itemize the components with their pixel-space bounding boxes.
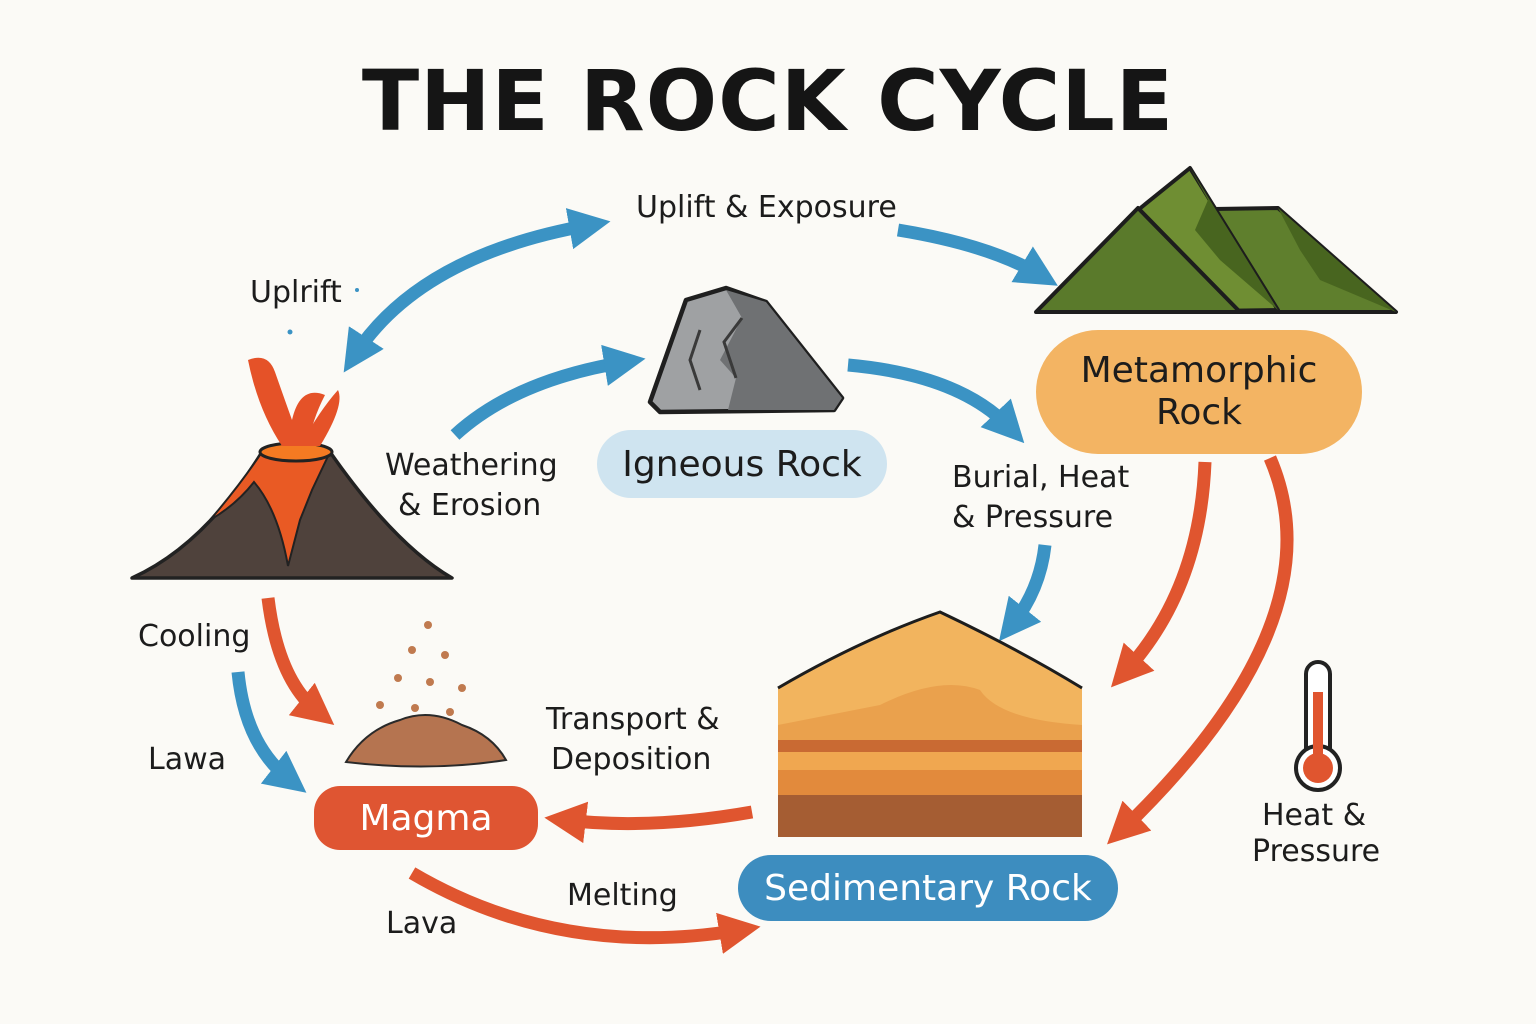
arrow-metamorphic-to-sedimentary-inner [1110,461,1212,688]
label-heat-line2: Pressure [1252,834,1381,869]
metamorphic-rock-label-line2: Rock [1155,392,1243,433]
arrow-igneous-to-burial [847,358,1025,444]
arrow-sedimentary-to-magma [544,801,754,844]
arrow-volcano-to-magma [261,597,335,726]
arrow-cooling-lawa-to-magma [231,671,307,793]
arrow-burial-to-sedimentary [999,544,1052,642]
label-weathering-line1: Weathering [385,448,558,483]
label-uplift-exposure: Uplift & Exposure [636,190,897,225]
magma-node: Magma [314,786,538,850]
sedimentary-rock-node: Sedimentary Rock [738,855,1118,921]
igneous-rock-label: Igneous Rock [622,443,862,485]
label-transport-line2: Deposition [551,742,712,777]
igneous-rock-node: Igneous Rock [597,430,887,498]
red-arrows [261,455,1294,954]
blue-arrows [231,208,1058,793]
label-lava: Lava [386,906,458,941]
metamorphic-rock-label-line1: Metamorphic [1080,350,1318,391]
label-cooling: Cooling [138,619,251,654]
sediment-pile-icon [344,621,508,768]
sedimentary-rock-label: Sedimentary Rock [764,867,1092,909]
label-melting: Melting [567,878,678,913]
label-transport-line1: Transport & [546,702,720,737]
metamorphic-rock-node: Metamorphic Rock [1036,330,1362,454]
label-burial-line2: & Pressure [952,500,1114,535]
label-heat-line1: Heat & [1262,798,1367,833]
arrow-uplift-to-volcano [343,208,611,373]
mountains-icon [1034,166,1398,314]
arrow-weathering-to-igneous [450,344,646,440]
thermometer-icon [1294,660,1342,792]
magma-label: Magma [359,797,493,839]
arrow-metamorphic-to-sedimentary-outer [1107,455,1294,845]
arrow-magma-to-sedimentary [408,867,761,954]
label-weathering-line2: & Erosion [398,488,542,523]
igneous-rock-icon [647,285,845,415]
label-burial-line1: Burial, Heat [952,460,1130,495]
label-uplrift: Uplrift [250,275,342,310]
label-lawa: Lawa [148,742,227,777]
volcano-icon [130,288,454,580]
arrow-exposure-to-metamorphic [896,223,1058,286]
page-title: THE ROCK CYCLE [361,52,1175,150]
sedimentary-layers-icon [777,610,1083,837]
